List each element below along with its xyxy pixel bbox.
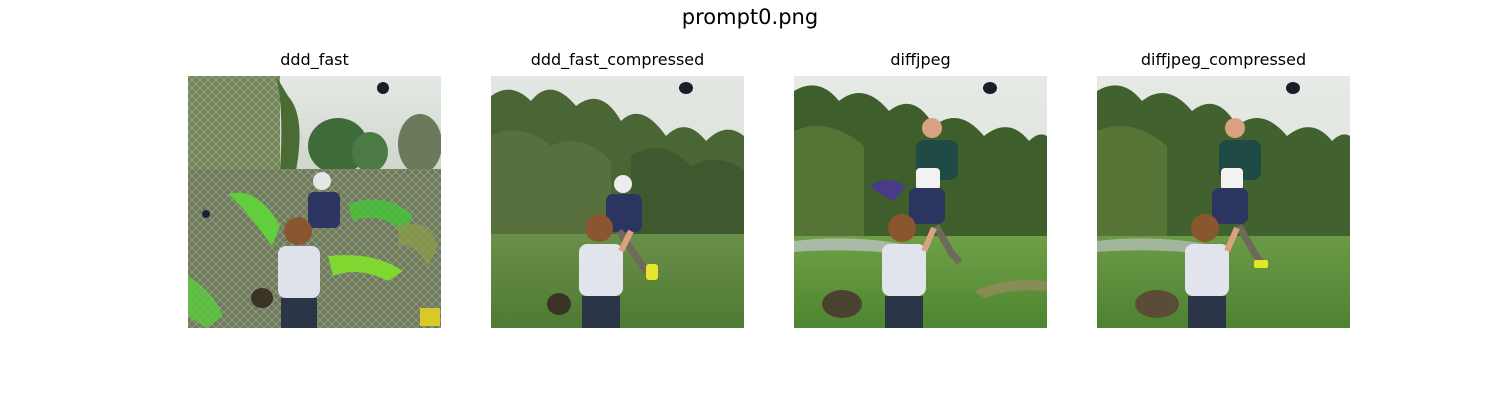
panel-title: ddd_fast — [280, 50, 349, 69]
photo-grass-boy-glove-two-men — [1097, 76, 1350, 328]
panel-title: diffjpeg_compressed — [1140, 50, 1307, 69]
figure-title: prompt0.png — [681, 5, 819, 29]
panel-title: diffjpeg — [890, 50, 951, 69]
photo-grass-boy-glove-two-men — [794, 76, 1047, 328]
panel-title: ddd_fast_compressed — [530, 50, 705, 69]
photo-grass-boy-glove-distorted — [188, 76, 441, 328]
photo-grass-boy-glove-man — [491, 76, 744, 328]
